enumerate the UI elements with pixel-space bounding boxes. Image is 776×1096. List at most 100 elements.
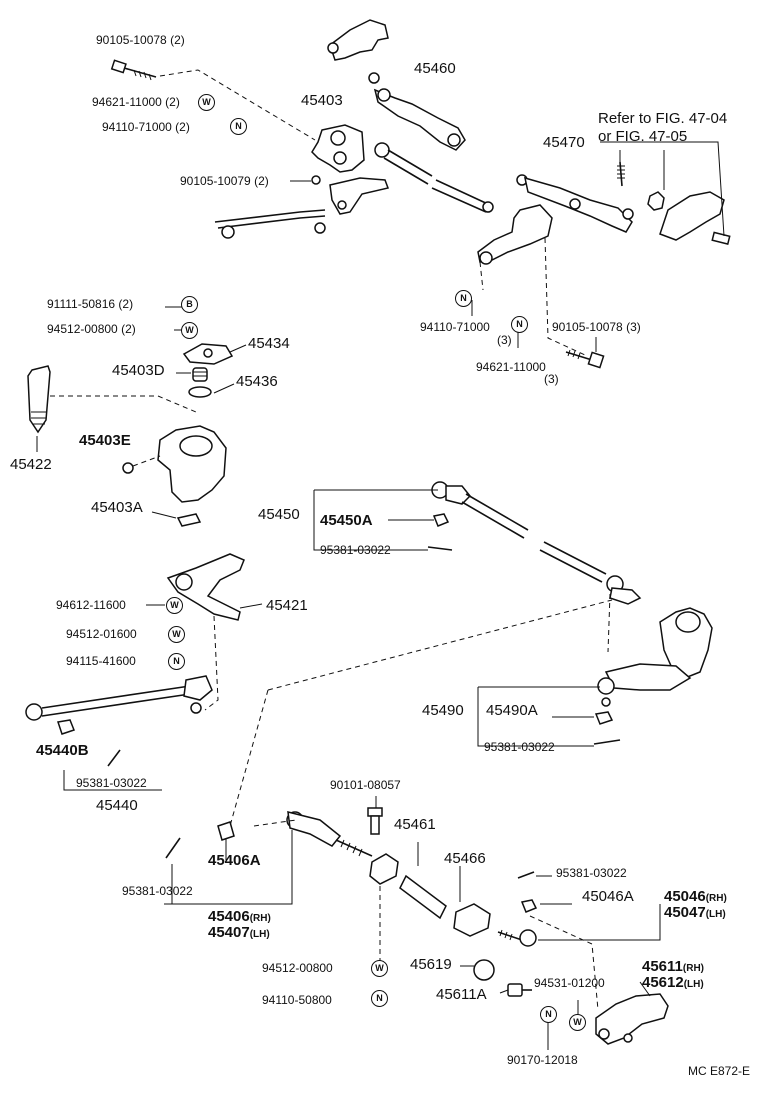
tie-rod-end-45406 [217,811,373,857]
knuckle-arm-45611 [473,959,669,1045]
label-45407: 45407(LH) [208,924,270,941]
label-45046A: 45046A [582,888,634,905]
label-94512-00800: 94512-00800 [262,961,333,975]
bolt-90105-10078-3 [565,349,605,369]
label-45406: 45406(RH) [208,908,271,925]
label-95381-03022-e: 95381-03022 [556,866,627,880]
label-45460: 45460 [414,60,456,77]
nut-badge-icon: N [371,990,388,1007]
relay-rod-45460 [368,72,466,151]
label-90105-10079-2: 90105-10079 (2) [180,174,269,188]
label-94621-11000: 94621-11000 [476,360,546,374]
rh-suffix: (RH) [705,893,727,904]
label-95381-03022-a: 95381-03022 [320,543,391,557]
label-95381-03022-c: 95381-03022 [76,776,147,790]
adjusting-tube-45466 [369,853,491,937]
label-45421: 45421 [266,597,308,614]
footer-code: MC E872-E [688,1064,751,1078]
bolt-badge-icon: B [181,296,198,313]
label-45611A: 45611A [436,986,487,1003]
label-45403E: 45403E [79,432,131,449]
lh-suffix: (LH) [683,979,704,990]
bolt-90105-10078 [110,59,157,81]
bolt-90101-08057 [367,807,383,835]
label-45434: 45434 [248,335,290,352]
washer-badge-icon: W [198,94,215,111]
upper-bracket [329,19,389,61]
label-45450: 45450 [258,506,300,523]
sector-shaft-45422 [27,365,51,434]
nut-45450A [432,513,450,527]
gear-housing-45403E [122,425,227,527]
tie-rod-end-45046 [497,871,538,947]
washer-badge-icon: W [181,322,198,339]
washer-badge-icon: W [569,1014,586,1031]
label-94110-qty: (3) [497,333,512,347]
label-94621-11000-2: 94621-11000 (2) [92,95,180,109]
pitman-arm-45421 [166,553,245,621]
label-91111-50816-2: 91111-50816 (2) [47,297,134,311]
label-95381-03022-d: 95381-03022 [122,884,193,898]
label-45440: 45440 [96,797,138,814]
nut-45490A [594,711,614,725]
steering-gear-45403 [311,124,390,215]
washer-badge-icon: W [166,597,183,614]
label-45490A: 45490A [486,702,538,719]
center-rod-45450 [431,481,642,605]
refer-note-line-2: or FIG. 47-05 [598,128,688,145]
label-45450A: 45450A [320,512,373,529]
label-94512-00800-2: 94512-00800 (2) [47,322,136,336]
nut-badge-icon: N [455,290,472,307]
label-45470: 45470 [543,134,585,151]
label-94621-qty: (3) [544,372,559,386]
label-90101-08057: 90101-08057 [330,778,401,792]
nut-badge-icon: N [511,316,528,333]
label-94110-71000-2: 94110-71000 (2) [102,120,190,134]
right-bracket [617,161,731,245]
label-45403D: 45403D [112,362,165,379]
label-45440B: 45440B [36,742,89,759]
drag-link-45440 [25,675,213,721]
label-45422: 45422 [10,456,52,473]
label-90105-10078-2: 90105-10078 (2) [96,33,185,47]
label-94110-50800: 94110-50800 [262,993,332,1007]
cover-45434-stack [182,343,234,398]
label-45619: 45619 [410,956,452,973]
washer-badge-icon: W [371,960,388,977]
label-94115-41600: 94115-41600 [66,654,136,668]
refer-note-line-1: Refer to FIG. 47-04 [598,110,728,127]
tie-rod-upper-left [214,209,326,239]
label-45406A: 45406A [208,852,261,869]
label-45490: 45490 [422,702,464,719]
nut-badge-icon: N [230,118,247,135]
label-45612: 45612(LH) [642,974,704,991]
relay-rod-45470 [516,174,634,233]
nut-badge-icon: N [540,1006,557,1023]
label-94110-71000: 94110-71000 [420,320,490,334]
label-45466: 45466 [444,850,486,867]
label-45461: 45461 [394,816,436,833]
idler-arm-upper [477,204,553,265]
label-45611: 45611(RH) [642,958,704,975]
lh-suffix: (LH) [249,929,270,940]
idler-arm-45490 [597,607,713,707]
label-95381-03022-b: 95381-03022 [484,740,555,754]
label-94512-01600: 94512-01600 [66,627,137,641]
label-45436: 45436 [236,373,278,390]
rh-suffix: (RH) [249,913,271,924]
label-45403A: 45403A [91,499,143,516]
label-90105-10078-3: 90105-10078 (3) [552,320,641,334]
rh-suffix: (RH) [682,963,704,974]
label-45403: 45403 [301,92,343,109]
washer-badge-icon: W [168,626,185,643]
label-45047: 45047(LH) [664,904,726,921]
label-45046: 45046(RH) [664,888,727,905]
lh-suffix: (LH) [705,909,726,920]
label-94612-11600: 94612-11600 [56,598,126,612]
nut-badge-icon: N [168,653,185,670]
center-link-upper [374,142,494,213]
nut-45440B [57,719,75,735]
label-90170-12018: 90170-12018 [507,1053,578,1067]
